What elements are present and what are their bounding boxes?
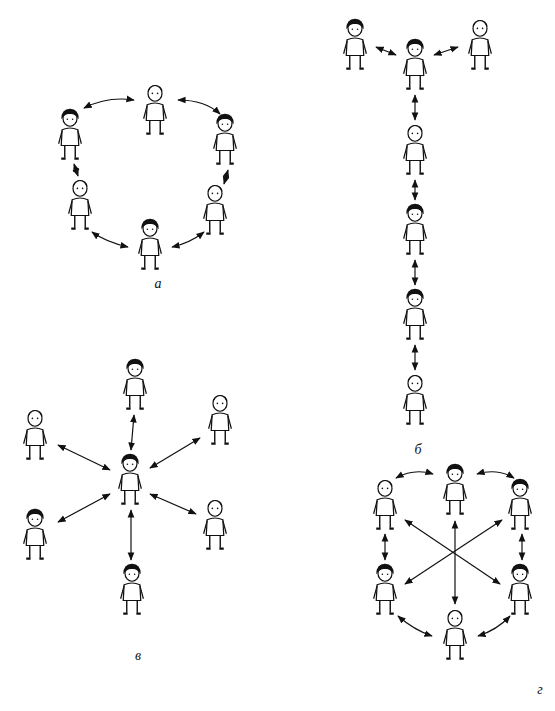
panel-label: а: [155, 277, 162, 291]
panel-label: г: [537, 683, 542, 697]
panel-label: в: [135, 649, 141, 663]
panel-label: б: [414, 443, 421, 457]
communication-arrows: [58, 47, 522, 636]
person-figures: [24, 19, 532, 659]
